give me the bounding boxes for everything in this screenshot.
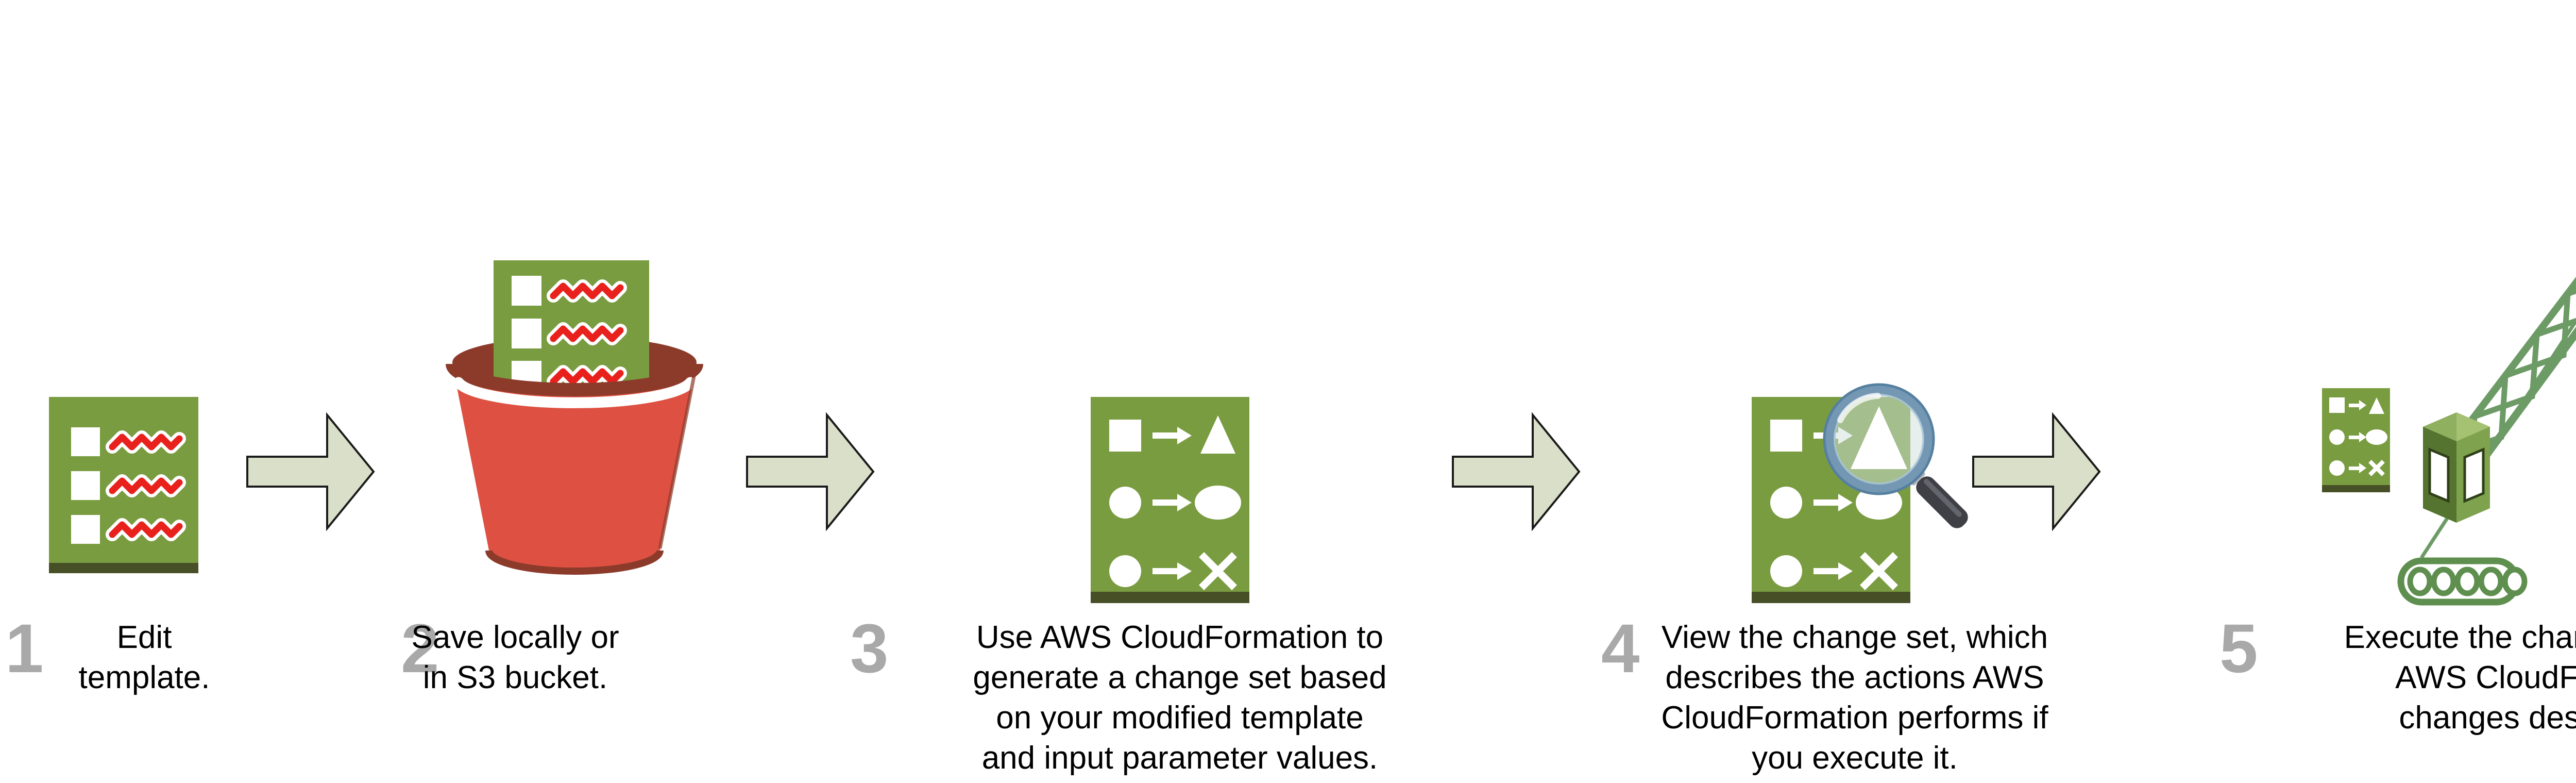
step1-number: 1: [5, 610, 44, 687]
caption-line: Execute the change set to update your st…: [2344, 620, 2576, 655]
flow-arrow-icon: [746, 414, 874, 529]
flow-arrow-icon: [246, 414, 375, 529]
step3-caption: Use AWS CloudFormation to generate a cha…: [907, 618, 1453, 778]
flow-arrow-icon: [1452, 414, 1580, 529]
step4-caption: View the change set, which describes the…: [1582, 618, 2128, 778]
caption-line: generate a change set based: [973, 660, 1387, 695]
caption-line: Save locally or: [411, 620, 619, 655]
s3-bucket-icon: [446, 260, 703, 575]
step4-number: 4: [1601, 610, 1640, 687]
step3-number: 3: [850, 610, 889, 687]
caption-line: changes described in the change set.: [2399, 700, 2576, 736]
caption-line: you execute it.: [1752, 740, 1958, 776]
crane-crawler-track-icon: [2397, 557, 2528, 606]
change-set-small-icon: [2322, 388, 2390, 492]
caption-line: AWS CloudFormation performs all the: [2395, 660, 2576, 695]
magnifying-glass-icon: [1823, 383, 1968, 528]
step5-number: 5: [2219, 610, 2258, 687]
caption-line: CloudFormation performs if: [1661, 700, 2048, 736]
caption-line: on your modified template: [996, 700, 1364, 736]
template-icon: [49, 397, 198, 573]
caption-line: template.: [78, 660, 210, 695]
crane-body-cube-icon: [2423, 412, 2490, 523]
caption-line: and input parameter values.: [981, 740, 1378, 776]
caption-line: Use AWS CloudFormation to: [976, 620, 1384, 655]
step2-number: 2: [401, 610, 439, 687]
step1-caption: Edit template.: [31, 618, 258, 698]
caption-line: describes the actions AWS: [1665, 660, 2044, 695]
change-set-magnifier-icon: [1752, 383, 1968, 603]
cloudformation-crane-icon: [2397, 276, 2576, 606]
flow-arrow-icon: [1972, 414, 2100, 529]
caption-line: Edit: [116, 620, 172, 655]
change-set-icon: [1091, 397, 1249, 603]
step5-caption: Execute the change set to update your st…: [2262, 618, 2576, 738]
step2-caption: Save locally or in S3 bucket.: [392, 618, 639, 698]
caption-line: in S3 bucket.: [422, 660, 608, 695]
caption-line: View the change set, which: [1661, 620, 2048, 655]
